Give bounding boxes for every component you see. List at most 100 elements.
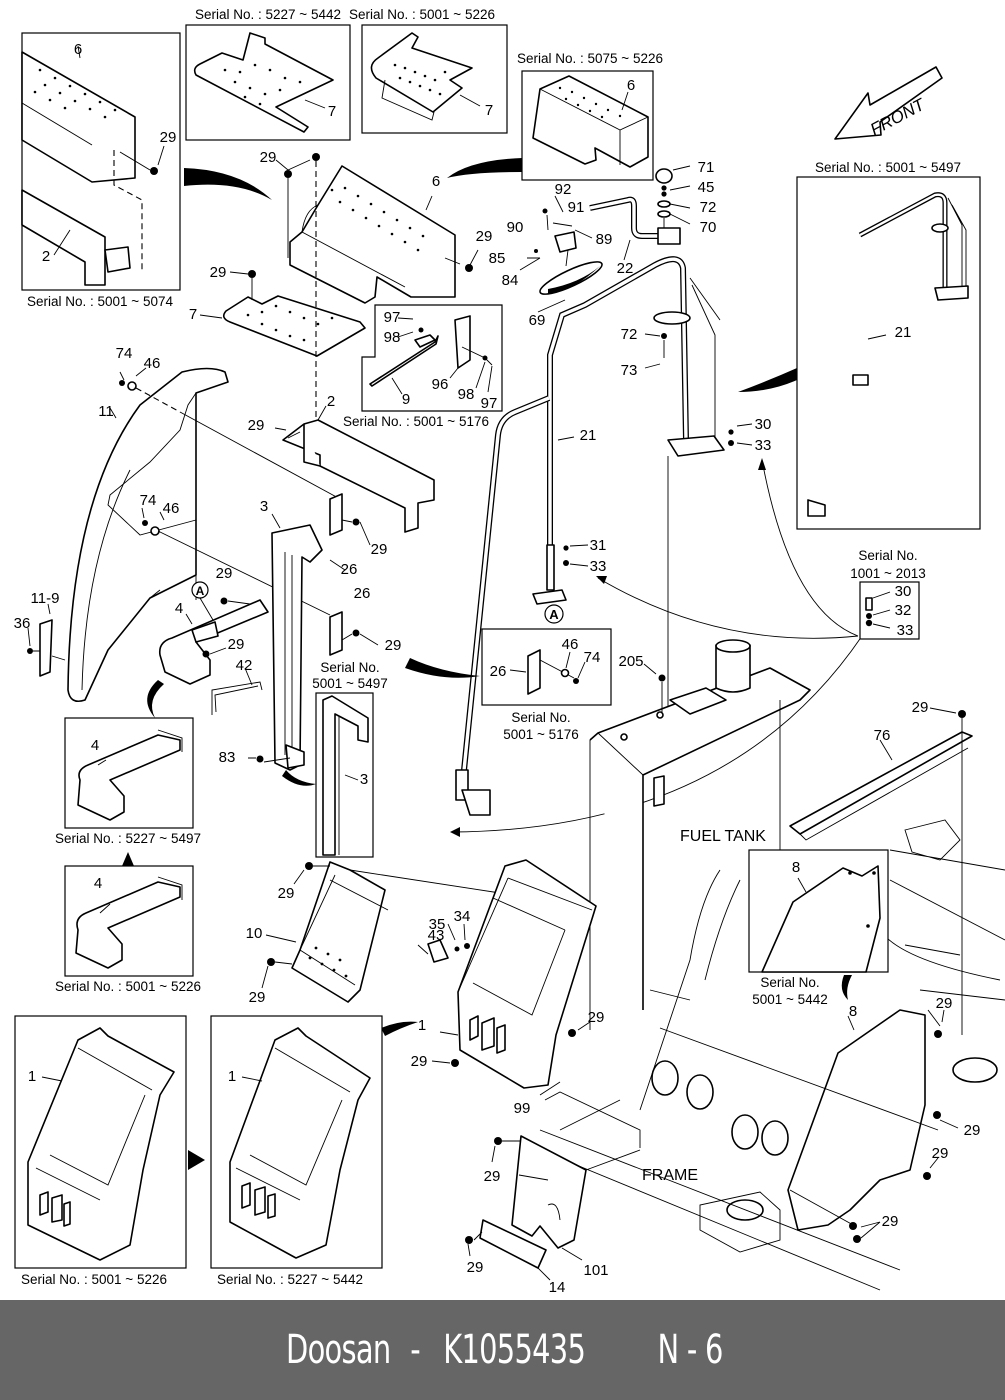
frame-label: FRAME <box>642 1167 698 1184</box>
callout-7: 7 <box>328 103 336 120</box>
inset-step4-5001-5226: 4 Serial No. : 5001 ~ 5226 <box>55 865 201 994</box>
callout-98: 98 <box>458 386 475 403</box>
callout-1: 1 <box>28 1068 36 1085</box>
callout-45: 45 <box>698 179 715 196</box>
callout-29: 29 <box>249 989 266 1006</box>
parts-diagram: 6 29 2 Serial No. : 5001 ~ 5074 Serial N… <box>14 7 1005 1296</box>
plate-76: 29 76 <box>789 699 973 1035</box>
serial-label-line1: Serial No. <box>760 975 819 990</box>
callout-31: 31 <box>590 537 607 554</box>
leader-curve <box>451 635 863 833</box>
callout-4: 4 <box>91 737 99 754</box>
callout-3: 3 <box>260 498 268 515</box>
callout-2: 2 <box>327 393 335 410</box>
pointer-arrow <box>405 658 480 678</box>
brand-name: Doosan <box>285 1327 391 1373</box>
callout-74: 74 <box>116 345 133 362</box>
callout-34: 34 <box>454 908 471 925</box>
callout-29: 29 <box>160 129 177 146</box>
reference-a-marker: A <box>549 607 559 622</box>
callout-29: 29 <box>216 565 233 582</box>
callout-26: 26 <box>354 585 371 602</box>
callout-72: 72 <box>621 326 638 343</box>
callout-6: 6 <box>74 41 82 58</box>
serial-label-line2: 1001 ~ 2013 <box>850 566 925 581</box>
callout-85: 85 <box>489 250 506 267</box>
frame: FRAME <box>539 819 1005 1291</box>
callout-74: 74 <box>584 649 601 666</box>
callout-29: 29 <box>912 699 929 716</box>
handrail-21: A 72 73 21 30 33 31 33 <box>455 256 772 816</box>
callout-33: 33 <box>755 437 772 454</box>
callout-74: 74 <box>140 492 157 509</box>
callout-29: 29 <box>260 149 277 166</box>
callout-29: 29 <box>964 1122 981 1139</box>
callout-26: 26 <box>490 663 507 680</box>
serial-label: Serial No. : 5001 ~ 5176 <box>343 414 489 429</box>
leader-curve <box>761 459 859 637</box>
callout-30: 30 <box>895 583 912 600</box>
callout-46: 46 <box>163 500 180 517</box>
pointer-arrow <box>184 168 272 200</box>
callout-14: 14 <box>549 1279 566 1296</box>
serial-label: Serial No. : 5001 ~ 5226 <box>349 7 495 22</box>
inset-step4-5227-5497: 4 Serial No. : 5227 ~ 5497 <box>55 717 201 846</box>
callout-83: 83 <box>219 749 236 766</box>
pointer-arrow <box>841 975 852 1000</box>
plates-101-14: 29 29 101 14 <box>465 1135 641 1296</box>
callout-46: 46 <box>144 355 161 372</box>
callout-29: 29 <box>936 995 953 1012</box>
callout-29: 29 <box>882 1213 899 1230</box>
callout-29: 29 <box>228 636 245 653</box>
callout-91: 91 <box>568 199 585 216</box>
callout-9: 9 <box>402 391 410 408</box>
inset-plate7-5227-5442: Serial No. : 5227 ~ 5442 7 <box>185 7 351 141</box>
callout-76: 76 <box>874 727 891 744</box>
inset-bracket9-5001-5176: 97 98 9 96 98 97 Serial No. : 5001 ~ 517… <box>343 304 503 429</box>
callout-71: 71 <box>698 159 715 176</box>
callout-69: 69 <box>529 312 546 329</box>
callout-7: 7 <box>485 102 493 119</box>
callout-29: 29 <box>932 1145 949 1162</box>
serial-label: Serial No. : 5001 ~ 5226 <box>21 1272 167 1287</box>
serial-label-line1: Serial No. <box>511 710 570 725</box>
serial-label: Serial No. : 5075 ~ 5226 <box>517 51 663 66</box>
callout-97: 97 <box>481 395 498 412</box>
fuel-tank-label: FUEL TANK <box>680 828 766 845</box>
footer-title: Doosan - K1055435 N - 6 <box>277 1327 729 1373</box>
callout-7: 7 <box>189 306 197 323</box>
cover-6-assembly: 29 29 29 6 7 <box>189 149 492 440</box>
callout-29: 29 <box>371 541 388 558</box>
callout-8: 8 <box>849 1003 857 1020</box>
callout-73: 73 <box>621 362 638 379</box>
callout-2: 2 <box>42 248 50 265</box>
callout-1: 1 <box>418 1017 426 1034</box>
callout-205: 205 <box>618 653 643 670</box>
callout-35: 35 <box>429 916 446 933</box>
part-number: K1055435 <box>443 1327 586 1373</box>
separator: - <box>410 1327 420 1373</box>
callout-29: 29 <box>588 1009 605 1026</box>
serial-label-line2: 5001 ~ 5497 <box>312 676 387 691</box>
callout-33: 33 <box>897 622 914 639</box>
inset-cover6-5001-5074: 6 29 2 Serial No. : 5001 ~ 5074 <box>21 32 181 309</box>
callout-101: 101 <box>583 1262 608 1279</box>
fender-11-assembly: 74 46 11 74 46 11-9 36 <box>14 345 343 703</box>
pointer-arrow <box>381 1021 418 1036</box>
serial-label-line1: Serial No. <box>320 660 379 675</box>
fuel-tank: 205 FUEL TANK <box>589 639 811 1030</box>
callout-72: 72 <box>700 199 717 216</box>
callout-10: 10 <box>246 925 263 942</box>
callout-32: 32 <box>895 602 912 619</box>
callout-36: 36 <box>14 615 31 632</box>
pointer-arrow <box>447 158 522 178</box>
inset-bracket26-5001-5176: 26 46 74 Serial No. 5001 ~ 5176 <box>481 628 612 742</box>
callout-6: 6 <box>627 77 635 94</box>
support-frame-assembly: A 29 2 3 26 29 26 29 29 4 29 42 83 <box>158 393 435 771</box>
reference-a-marker: A <box>196 584 205 598</box>
callout-42: 42 <box>236 657 253 674</box>
callout-70: 70 <box>700 219 717 236</box>
serial-label: Serial No. : 5227 ~ 5497 <box>55 831 201 846</box>
serial-label: Serial No. : 5001 ~ 5497 <box>815 160 961 175</box>
inset-cover8-5001-5442: 8 Serial No. 5001 ~ 5442 <box>748 849 889 1007</box>
